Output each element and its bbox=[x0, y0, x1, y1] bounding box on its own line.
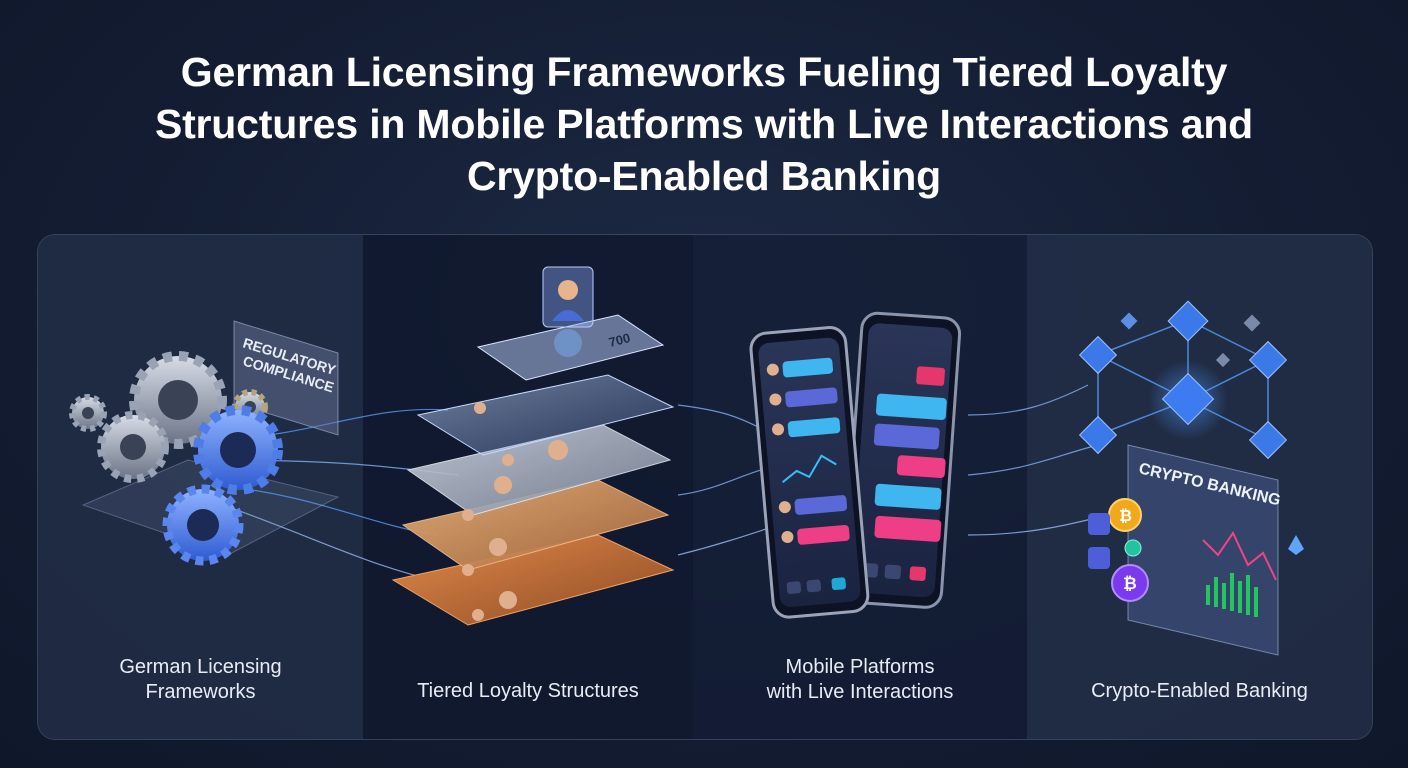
flow-lines bbox=[212, 384, 1109, 581]
diagram-panel: REGULATORY COMPLIANCE bbox=[37, 234, 1373, 740]
bar-graph bbox=[1206, 573, 1258, 617]
label-text: Mobile Platforms with Live Interactions bbox=[766, 656, 954, 703]
blockchain-crypto-icon: CRYPTO BANKING ₿ ₿ bbox=[1078, 300, 1304, 656]
gears-icon: REGULATORY COMPLIANCE bbox=[69, 320, 340, 566]
page-title: German Licensing Frameworks Fueling Tier… bbox=[154, 49, 1254, 199]
svg-text:₿: ₿ bbox=[1119, 507, 1132, 525]
label-text: German Licensing Frameworks bbox=[119, 656, 282, 703]
diagram-artwork: REGULATORY COMPLIANCE bbox=[69, 266, 1304, 656]
label-crypto-banking: Crypto-Enabled Banking bbox=[1027, 679, 1372, 704]
blockchain-cubes bbox=[1078, 300, 1288, 460]
bitcoin-coin-gold: ₿ bbox=[1108, 498, 1142, 532]
label-text: Crypto-Enabled Banking bbox=[1091, 680, 1308, 702]
label-german-licensing: German Licensing Frameworks bbox=[38, 655, 363, 705]
label-mobile-platforms: Mobile Platforms with Live Interactions bbox=[693, 655, 1027, 705]
section-german-licensing bbox=[38, 235, 363, 739]
svg-text:₿: ₿ bbox=[1123, 574, 1137, 593]
smartphones-chat-icon bbox=[749, 311, 962, 619]
label-tiered-loyalty: Tiered Loyalty Structures bbox=[363, 679, 693, 704]
loyalty-tiers-icon: 700 bbox=[391, 266, 675, 626]
bitcoin-coin-purple: ₿ bbox=[1111, 564, 1149, 602]
tier-top-value: 700 bbox=[607, 330, 632, 350]
label-text: Tiered Loyalty Structures bbox=[417, 680, 639, 702]
